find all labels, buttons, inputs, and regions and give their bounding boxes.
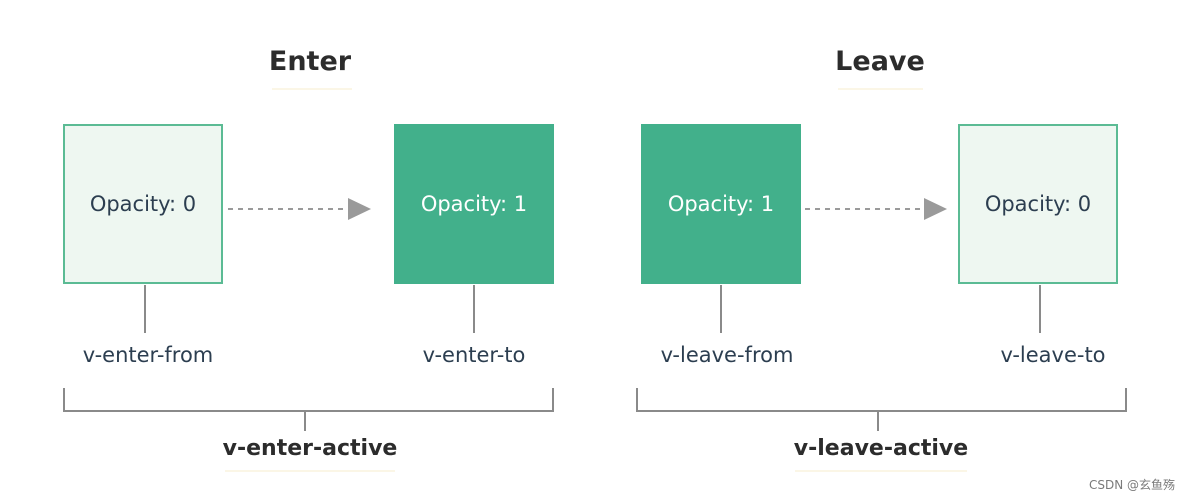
enter-to-box-text: Opacity: 1 (420, 192, 528, 216)
enter-to-label: v-enter-to (422, 343, 526, 367)
enter-transition-arrowhead (348, 198, 371, 220)
enter-title: Enter (268, 46, 352, 77)
leave-to-box: Opacity: 0 (958, 124, 1118, 284)
leave-active-bracket (636, 388, 1127, 431)
leave-to-label: v-leave-to (1000, 343, 1106, 367)
enter-active-label: v-enter-active (222, 436, 398, 461)
enter-to-box: Opacity: 1 (394, 124, 554, 284)
enter-title-underline (272, 88, 352, 90)
leave-title-underline (838, 88, 923, 90)
leave-transition-arrowhead (924, 198, 947, 220)
enter-from-label: v-enter-from (82, 343, 214, 367)
leave-active-underline (795, 470, 967, 472)
leave-from-label: v-leave-from (660, 343, 794, 367)
leave-title: Leave (835, 46, 925, 77)
leave-from-box-text: Opacity: 1 (667, 192, 775, 216)
leave-from-box: Opacity: 1 (641, 124, 801, 284)
leave-to-stem (1039, 285, 1041, 333)
enter-from-box-text: Opacity: 0 (89, 192, 197, 216)
enter-active-underline (225, 470, 395, 472)
enter-from-box: Opacity: 0 (63, 124, 223, 284)
leave-to-box-text: Opacity: 0 (984, 192, 1092, 216)
enter-to-stem (473, 285, 475, 333)
enter-active-bracket (63, 388, 554, 431)
enter-from-stem (144, 285, 146, 333)
leave-from-stem (720, 285, 722, 333)
watermark: CSDN @玄鱼殇 (1088, 478, 1175, 492)
leave-active-label: v-leave-active (793, 436, 969, 461)
